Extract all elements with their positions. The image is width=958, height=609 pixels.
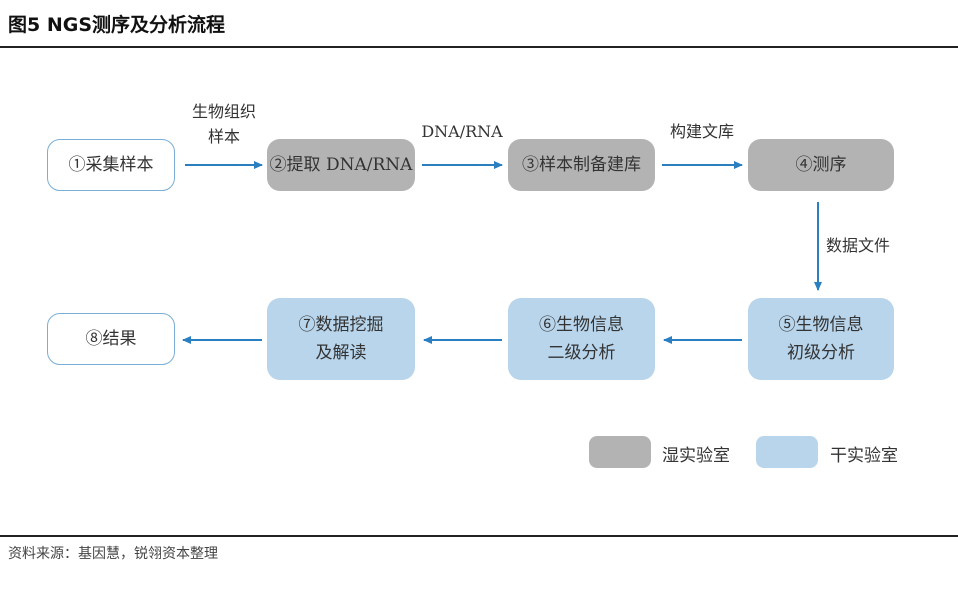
- node-result: ⑧结果: [47, 313, 175, 365]
- node-primary-analysis-line1: ⑤生物信息: [778, 314, 864, 335]
- node-data-mining: ⑦数据挖掘 及解读: [267, 298, 415, 380]
- legend-wet-lab-label: 湿实验室: [662, 446, 730, 466]
- legend-dry-lab-swatch: [756, 436, 818, 468]
- edge-label-tissue-sample-line1: 生物组织: [191, 102, 256, 121]
- node-secondary-analysis: ⑥生物信息 二级分析: [508, 298, 655, 380]
- edge-label-tissue-sample: 生物组织 样本: [178, 100, 270, 150]
- figure-title: 图5 NGS测序及分析流程: [8, 14, 226, 36]
- edge-label-build-library: 构建文库: [669, 122, 734, 141]
- node-extract-dna-rna: ②提取 DNA/RNA: [267, 139, 415, 191]
- node-primary-analysis: ⑤生物信息 初级分析: [748, 298, 894, 380]
- edge-label-dna-rna: DNA/RNA: [421, 122, 503, 141]
- node-sequencing-label: ④测序: [795, 154, 847, 175]
- bottom-rule: [0, 535, 958, 537]
- node-sequencing: ④测序: [748, 139, 894, 191]
- node-extract-dna-rna-label: ②提取 DNA/RNA: [269, 154, 413, 175]
- top-rule: [0, 46, 958, 48]
- legend-wet-lab-swatch: [589, 436, 651, 468]
- node-result-label: ⑧结果: [85, 328, 137, 349]
- node-library-prep: ③样本制备建库: [508, 139, 655, 191]
- source-note: 资料来源：基因慧，锐翎资本整理: [8, 546, 218, 562]
- node-secondary-analysis-line1: ⑥生物信息: [539, 314, 624, 335]
- edge-label-tissue-sample-line2: 样本: [207, 126, 240, 146]
- node-collect-sample: ①采集样本: [47, 139, 175, 191]
- node-collect-sample-label: ①采集样本: [68, 154, 154, 175]
- node-library-prep-label: ③样本制备建库: [522, 154, 641, 175]
- node-data-mining-line2: 及解读: [315, 343, 367, 363]
- node-data-mining-line1: ⑦数据挖掘: [298, 314, 384, 335]
- node-secondary-analysis-line2: 二级分析: [547, 343, 616, 363]
- edge-label-data-file: 数据文件: [826, 236, 891, 255]
- node-primary-analysis-line2: 初级分析: [787, 343, 855, 363]
- legend-dry-lab-label: 干实验室: [830, 446, 898, 466]
